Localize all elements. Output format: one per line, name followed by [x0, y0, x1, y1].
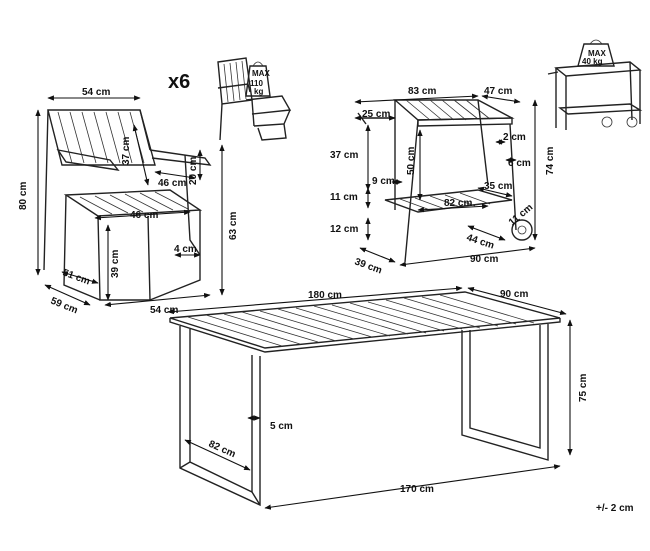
- svg-text:110: 110: [250, 79, 263, 88]
- table-frame-length-label: 170 cm: [400, 484, 434, 495]
- trolley-handle-label: 25 cm: [362, 109, 390, 120]
- table-dimensions: [167, 285, 573, 510]
- trolley-thumbnail: [547, 61, 643, 130]
- chair-seat-depth-label: 46 cm: [130, 210, 158, 221]
- trolley-shelf-depth-label: 35 cm: [484, 181, 512, 192]
- chair-thumbnail: [217, 57, 292, 141]
- trolley-shelf-side-label: 44 cm: [465, 232, 495, 251]
- svg-text:MAX: MAX: [588, 49, 606, 58]
- trolley-post-label: 50 cm: [406, 147, 417, 175]
- trolley-shelf-height-label: 11 cm: [330, 192, 358, 203]
- chair-width-label: 54 cm: [82, 87, 110, 98]
- trolley-width-label: 83 cm: [408, 86, 436, 97]
- chair-base-label: 51 cm: [61, 267, 92, 287]
- svg-text:kg: kg: [254, 87, 263, 96]
- trolley-gap-side-label: 6 cm: [508, 158, 531, 169]
- chair-arm-depth-label: 46 cm: [158, 178, 186, 189]
- chair-seat-height-label: 39 cm: [110, 250, 121, 278]
- svg-text:40 kg: 40 kg: [582, 57, 603, 66]
- chair-back-label: 37 cm: [121, 137, 132, 165]
- trolley-dimensions: [354, 93, 538, 267]
- chair-bottom-width-label: 54 cm: [150, 305, 178, 316]
- trolley-overall-width-label: 90 cm: [470, 254, 498, 265]
- chair-arm-height-label: 20 cm: [188, 157, 199, 185]
- chair-leg-label: 4 cm: [174, 244, 197, 255]
- trolley-bottom-depth-label: 39 cm: [353, 256, 384, 276]
- svg-text:MAX: MAX: [252, 69, 270, 78]
- trolley-total-height-label: 74 cm: [545, 147, 556, 175]
- table-length-label: 180 cm: [308, 290, 342, 301]
- trolley-shelf-inset-label: 9 cm: [372, 176, 395, 187]
- table-height-label: 75 cm: [578, 374, 589, 402]
- trolley-upper-gap-label: 37 cm: [330, 150, 358, 161]
- chair-quantity: x6: [168, 71, 190, 93]
- table-drawing: [169, 291, 561, 507]
- trolley-shelf-width-label: 82 cm: [444, 198, 472, 209]
- table-width-label: 90 cm: [500, 289, 528, 300]
- chair-height-label: 80 cm: [18, 182, 29, 210]
- trolley-depth-label: 47 cm: [484, 86, 512, 97]
- table-leg-label: 5 cm: [270, 421, 293, 432]
- chair-arm-total-label: 63 cm: [228, 212, 239, 240]
- trolley-wheel-height-label: 12 cm: [330, 224, 358, 235]
- chair-weight-badge: MAX 110 kg: [245, 61, 271, 97]
- trolley-weight-badge: MAX 40 kg: [577, 39, 615, 67]
- trolley-gap-top-label: 2 cm: [503, 132, 526, 143]
- tolerance-note: +/- 2 cm: [596, 503, 634, 514]
